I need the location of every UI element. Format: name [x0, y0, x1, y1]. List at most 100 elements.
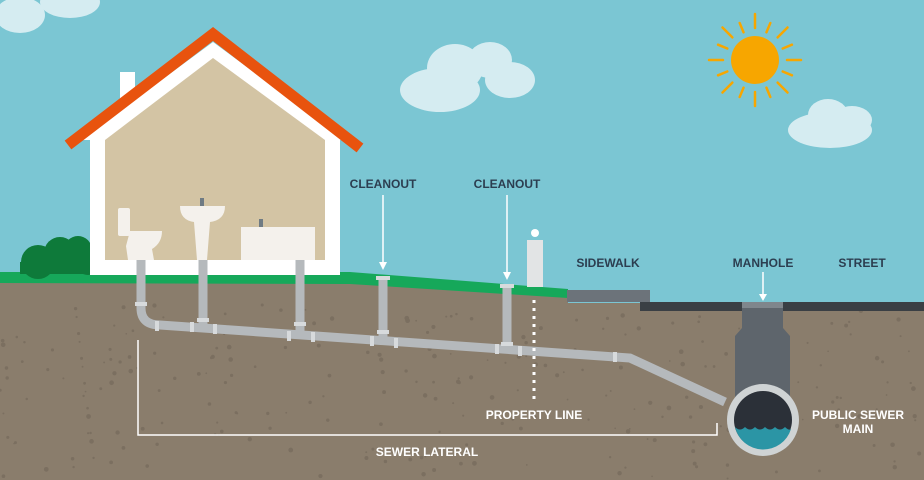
- speckle: [628, 427, 631, 430]
- speckle: [86, 406, 89, 410]
- speckle: [516, 389, 519, 392]
- speckle: [624, 333, 627, 336]
- speckle: [196, 371, 201, 376]
- public-sewer-main-label: MAIN: [843, 422, 874, 436]
- speckle: [457, 377, 460, 380]
- speckle: [209, 356, 213, 360]
- speckle: [874, 355, 880, 361]
- speckle: [511, 417, 515, 421]
- speckle: [849, 333, 852, 336]
- speckle: [366, 350, 370, 355]
- speckle: [886, 381, 889, 384]
- speckle: [87, 432, 90, 435]
- speckle: [207, 402, 212, 406]
- speckle: [2, 412, 5, 415]
- speckle: [43, 466, 49, 472]
- public-sewer-main-label: PUBLIC SEWER: [812, 408, 904, 422]
- speckle: [538, 326, 543, 331]
- speckle: [316, 343, 321, 348]
- speckle: [636, 326, 641, 331]
- roof: [64, 27, 364, 153]
- speckle: [685, 395, 689, 399]
- speckle: [449, 314, 453, 318]
- sewer-lateral-label: SEWER LATERAL: [376, 445, 478, 459]
- speckle: [697, 320, 700, 324]
- speckle: [712, 365, 716, 368]
- speckle: [724, 351, 728, 356]
- speckle: [725, 463, 730, 467]
- speckle: [896, 317, 901, 322]
- speckle: [125, 333, 128, 335]
- cleanout-label: CLEANOUT: [474, 177, 541, 191]
- speckle: [698, 315, 702, 319]
- speckle: [13, 442, 15, 445]
- speckle: [121, 446, 126, 450]
- speckle: [432, 380, 435, 384]
- speckle: [205, 372, 208, 375]
- speckle: [887, 410, 890, 413]
- speckle: [279, 308, 283, 312]
- speckle: [72, 465, 75, 469]
- speckle: [533, 415, 537, 419]
- speckle: [624, 466, 627, 469]
- speckle: [6, 435, 10, 439]
- speckle: [459, 461, 463, 466]
- speckle: [581, 368, 584, 372]
- speckle: [566, 398, 569, 401]
- speckle: [688, 415, 693, 419]
- speckle: [844, 323, 849, 328]
- speckle: [92, 456, 95, 460]
- speckle: [365, 451, 368, 454]
- speckle: [701, 340, 704, 343]
- speckle: [153, 351, 157, 355]
- speckle: [253, 365, 257, 369]
- sun-ray: [776, 81, 789, 94]
- speckle: [608, 456, 612, 459]
- speckle: [371, 447, 375, 451]
- speckle: [857, 414, 862, 419]
- speckle: [84, 390, 87, 393]
- post-light: [531, 229, 539, 237]
- speckle: [99, 387, 103, 391]
- speckle: [424, 455, 427, 458]
- speckle: [112, 371, 117, 376]
- speckle: [703, 442, 708, 447]
- speckle: [625, 429, 631, 434]
- speckle: [380, 370, 385, 375]
- speckle: [115, 430, 120, 435]
- speckle: [452, 402, 455, 405]
- speckle: [555, 373, 560, 378]
- speckle: [108, 347, 112, 351]
- speckle: [322, 395, 325, 398]
- speckle: [678, 349, 684, 355]
- speckle: [0, 342, 6, 348]
- speckle: [312, 321, 317, 326]
- speckle: [228, 357, 233, 362]
- speckle: [379, 422, 383, 426]
- speckle: [620, 313, 625, 318]
- speckle: [80, 356, 84, 360]
- sun-ray: [738, 86, 745, 99]
- sidewalk-label: SIDEWALK: [576, 256, 640, 270]
- speckle: [81, 365, 84, 368]
- speckle: [46, 368, 50, 372]
- speckle: [1, 474, 6, 479]
- speckle: [801, 418, 804, 421]
- speckle: [848, 320, 851, 324]
- speckle: [0, 388, 2, 392]
- speckle: [486, 359, 489, 361]
- speckle: [449, 353, 452, 355]
- sewer-lateral-bracket: [137, 340, 718, 436]
- speckle: [666, 405, 672, 411]
- speckle: [738, 327, 741, 330]
- speckle: [893, 460, 896, 463]
- manhole: [735, 302, 790, 400]
- speckle: [127, 355, 132, 359]
- speckle: [469, 316, 474, 321]
- speckle: [524, 340, 528, 345]
- cleanout-label: CLEANOUT: [350, 177, 417, 191]
- speckle: [806, 341, 809, 344]
- speckle: [260, 303, 264, 307]
- speckle: [73, 307, 78, 311]
- manhole-label: MANHOLE: [733, 256, 794, 270]
